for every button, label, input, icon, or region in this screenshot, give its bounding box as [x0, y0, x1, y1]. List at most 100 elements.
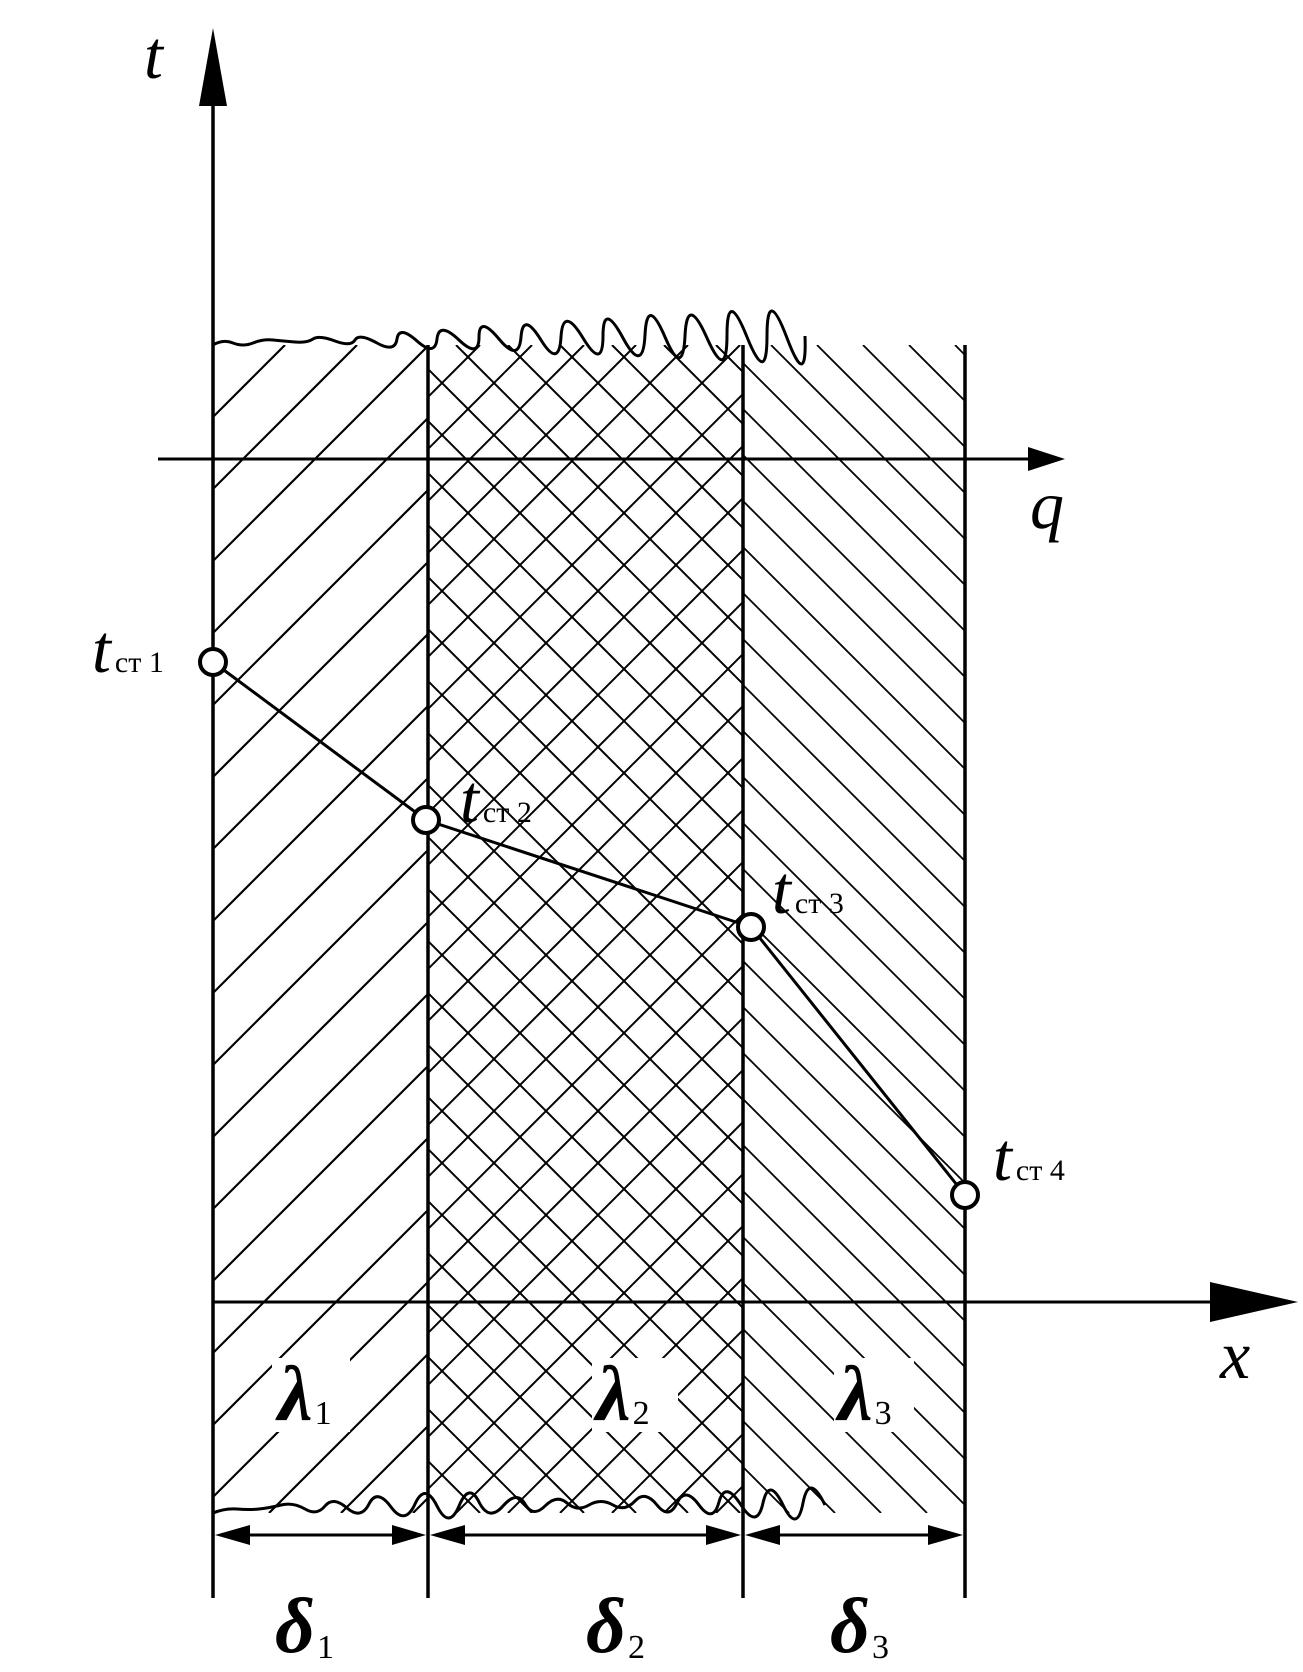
layer-1-hatching — [0, 345, 1303, 1513]
top-break-edge — [212, 309, 807, 366]
x-axis-arrowhead — [1210, 1282, 1298, 1322]
temperature-profile-line — [212, 660, 967, 1196]
layer-2-hatch-line — [428, 345, 481, 399]
layer-3-hatch-line — [743, 1189, 965, 1415]
layer-1-hatch-line — [213, 992, 428, 1211]
layer-3-hatch-line — [743, 1005, 965, 1231]
layer-1-hatch-line — [213, 632, 428, 851]
layer-3-hatch-line — [743, 1281, 965, 1507]
layer-3-hatch-line — [743, 1465, 790, 1513]
layer-2-hatch-line — [428, 679, 743, 998]
layer-2-hatch-line — [428, 392, 743, 711]
layer-3-hatch-line — [743, 1327, 928, 1513]
layer-1-hatch-line — [213, 1136, 428, 1355]
layer-3-hatch-line — [1047, 345, 1303, 1513]
layer-2-hatch-line — [428, 1199, 741, 1513]
layer-2-hatch-line — [428, 523, 743, 842]
x-axis-label: x — [1219, 1317, 1250, 1393]
layer-2-hatch-line — [428, 627, 743, 946]
layer-2-hatch-line — [455, 345, 743, 634]
layer-2-hatch-line — [428, 912, 743, 1231]
layer-3-hatch-line — [743, 1235, 965, 1461]
layer-3-hatch-line — [743, 1143, 965, 1369]
layer-2-hatch-line — [0, 345, 376, 1513]
layer-3-hatch-line — [743, 453, 965, 679]
layer-2-hatch-line — [428, 1251, 689, 1513]
layer-1-hatch-line — [213, 345, 428, 563]
layer-2-hatch-line — [1080, 345, 1303, 1513]
layer-1-hatch-line — [213, 704, 428, 923]
layer-1-hatch-line — [213, 345, 286, 419]
point-t-st4-marker — [950, 1180, 980, 1210]
t-axis-label: t — [144, 17, 165, 93]
layer-3-hatch-line — [743, 407, 965, 633]
layer-2-hatch-line — [428, 835, 743, 1154]
layer-3-hatch-line — [743, 545, 965, 771]
layer-2-hatch-line — [1288, 345, 1303, 1513]
layer-3-hatch-line — [743, 867, 965, 1093]
t-axis-arrowhead — [199, 28, 227, 106]
layer-2-hatch-line — [428, 1068, 743, 1387]
layer-3-hatch-line — [954, 345, 965, 357]
layer-1-hatch-line — [213, 1280, 428, 1499]
layer-2-hatch-line — [428, 731, 743, 1050]
layer-2-hatch-line — [428, 345, 689, 607]
layer-1-hatch-line — [213, 345, 358, 491]
layer-2-hatch-line — [428, 1459, 481, 1513]
point-t-st3-marker — [736, 912, 766, 942]
layer-3-hatch-line — [1093, 345, 1303, 1513]
layer-2-hatch-line — [611, 345, 743, 478]
q-axis-label: q — [1030, 467, 1064, 543]
layer-2-hatch-line — [1288, 345, 1303, 1513]
lambda-1-label-bg — [272, 1358, 350, 1432]
layer-2-hatch-line — [611, 1380, 743, 1513]
layer-2-hatch-line — [428, 367, 743, 686]
layer-1-hatch-line — [213, 560, 428, 779]
layer-1-hatch-line — [1061, 345, 1303, 1513]
lambda-2-label-bg — [592, 1358, 678, 1432]
layer-2-hatch-line — [428, 1303, 637, 1513]
layer-2-hatch-line — [0, 345, 376, 1513]
layer-3-hatch-line — [743, 1097, 965, 1323]
layer-2-hatch-line — [507, 345, 743, 582]
layer-2-hatch-line — [428, 1016, 743, 1335]
layer-3-hatch-line — [743, 775, 965, 1001]
layer-2-hatch-line — [1132, 345, 1303, 1513]
layer-2-hatch-line — [428, 345, 585, 503]
layer-1-hatch-line — [213, 416, 428, 635]
lambda-3-label: λ3 — [835, 1350, 892, 1437]
layer-3-hatching — [743, 345, 1303, 1513]
layer-1-hatch-line — [1277, 345, 1303, 1513]
layer-2-hatch-line — [1080, 345, 1303, 1513]
layer-2-hatch-line — [428, 1147, 743, 1466]
layer-3-hatch-line — [743, 821, 965, 1047]
layer-2-hatch-line — [428, 704, 743, 1023]
layer-2-hatch-line — [428, 887, 743, 1206]
delta-1-label: δ1 — [275, 1582, 334, 1669]
layer-1-hatch-line — [0, 345, 141, 1513]
layer-3-hatch-line — [743, 499, 965, 725]
layer-1-hatch-line — [340, 1424, 428, 1513]
layer-1-hatch-line — [213, 920, 428, 1139]
layer-2-hatch-line — [976, 345, 1303, 1513]
layer-2-hatching — [0, 345, 1303, 1513]
layer-2-hatch-line — [976, 345, 1303, 1513]
layer-1-hatch-line — [701, 345, 1303, 1513]
layer-3-hatch-line — [743, 361, 965, 587]
delta-3-label: δ3 — [830, 1582, 889, 1669]
layer-2-hatch-line — [428, 419, 743, 738]
layer-2-hatch-line — [428, 1043, 743, 1362]
delta-2-label: δ2 — [586, 1582, 645, 1669]
layer-2-hatch-line — [455, 1224, 743, 1513]
delta-dimension-arrowheads — [215, 1525, 963, 1545]
layer-2-hatch-line — [1132, 345, 1303, 1513]
layer-2-hatch-line — [428, 345, 533, 451]
layer-1-hatch-line — [213, 345, 214, 347]
layer-1-hatch-line — [1133, 345, 1303, 1513]
layer-1-hatch-line — [213, 1208, 428, 1427]
